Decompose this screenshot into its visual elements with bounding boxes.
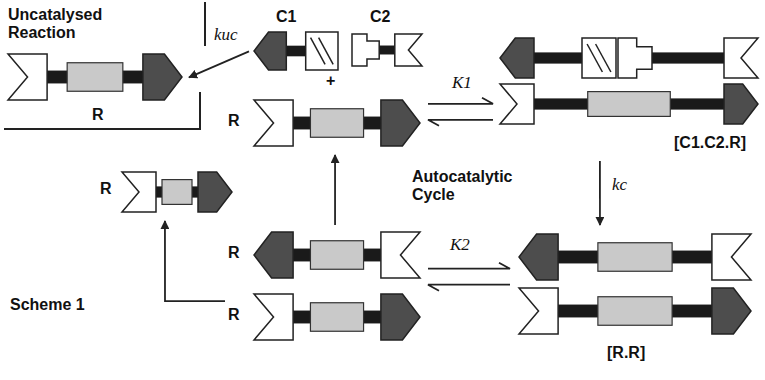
molecule-label: R bbox=[228, 306, 240, 324]
reaction-arrow bbox=[335, 155, 336, 225]
core-block bbox=[310, 303, 363, 332]
molecule-drawing bbox=[100, 168, 235, 218]
molecule-cap bbox=[306, 32, 338, 70]
core-block bbox=[588, 92, 671, 117]
rate-constant: K2 bbox=[448, 236, 472, 255]
arrow-line bbox=[165, 221, 225, 301]
molecule-label: [R.R] bbox=[607, 344, 645, 362]
molecule-cap bbox=[381, 232, 420, 278]
molecule-cap bbox=[254, 100, 293, 146]
hatch-line bbox=[311, 38, 326, 65]
molecule-cap bbox=[500, 84, 534, 124]
bracket-line bbox=[199, 92, 201, 129]
spacer-bar bbox=[285, 46, 306, 57]
arrow-line bbox=[599, 161, 601, 225]
molecule-drawing bbox=[228, 228, 423, 284]
reaction-arrow bbox=[599, 161, 600, 225]
molecule-cap bbox=[519, 234, 558, 280]
molecule-cap bbox=[724, 38, 758, 78]
spacer-bar bbox=[651, 52, 725, 63]
arrow-line bbox=[189, 51, 249, 77]
molecule-cap bbox=[519, 288, 558, 334]
molecule-label: C1 bbox=[276, 8, 296, 26]
molecule-drawing bbox=[228, 96, 423, 152]
hatch-line bbox=[587, 44, 602, 72]
molecule-glyph bbox=[254, 100, 420, 146]
molecule-cap bbox=[618, 38, 652, 78]
molecule-label: R bbox=[100, 180, 112, 198]
spacer-bar bbox=[378, 46, 396, 55]
molecule-cap bbox=[8, 54, 47, 100]
core-block bbox=[310, 109, 363, 138]
reverse-harpoon bbox=[428, 120, 493, 126]
rate-constant: K1 bbox=[450, 74, 474, 93]
molecule-cap bbox=[712, 234, 751, 280]
molecule-node: C2 bbox=[350, 8, 426, 84]
molecule-cap bbox=[352, 34, 379, 66]
molecule-glyph bbox=[500, 84, 758, 124]
molecule-cap bbox=[395, 34, 422, 66]
molecule-cap bbox=[198, 172, 232, 212]
reaction-arrow bbox=[165, 221, 225, 301]
molecule-node: R bbox=[228, 290, 423, 346]
molecule-cap bbox=[724, 84, 758, 124]
molecule-label: R bbox=[228, 244, 240, 262]
molecule-glyph bbox=[618, 38, 758, 78]
molecule-glyph bbox=[254, 32, 338, 70]
reverse-harpoon bbox=[428, 285, 510, 291]
bracket bbox=[4, 2, 205, 129]
equilibrium-arrow bbox=[428, 263, 510, 291]
core-block bbox=[67, 63, 123, 92]
reaction-arrow bbox=[189, 51, 249, 77]
molecule-node: R bbox=[228, 228, 423, 284]
hatch-line bbox=[596, 44, 611, 72]
molecule-glyph bbox=[254, 294, 420, 340]
core-block bbox=[598, 243, 672, 272]
equilibrium-arrow bbox=[428, 98, 493, 126]
molecule-glyph bbox=[519, 234, 751, 280]
molecule-node: R bbox=[228, 96, 423, 152]
plus-sign: + bbox=[326, 72, 346, 90]
molecule-cap bbox=[122, 172, 156, 212]
molecule-cap bbox=[143, 54, 182, 100]
molecule-node: R bbox=[6, 50, 186, 128]
molecule-glyph bbox=[8, 54, 182, 100]
molecule-cap bbox=[500, 38, 534, 78]
molecule-label: C2 bbox=[370, 8, 390, 26]
molecule-drawing bbox=[228, 290, 423, 346]
molecule-cap bbox=[381, 100, 420, 146]
forward-harpoon bbox=[428, 98, 493, 104]
core-block bbox=[598, 297, 672, 326]
forward-harpoon bbox=[428, 263, 510, 269]
core-block bbox=[310, 241, 363, 270]
spacer-bar bbox=[533, 52, 583, 63]
molecule-glyph bbox=[352, 34, 422, 66]
caption-label: Scheme 1 bbox=[10, 296, 110, 314]
core-block bbox=[162, 180, 192, 205]
hatch-line bbox=[319, 38, 334, 65]
molecule-glyph bbox=[500, 38, 616, 78]
rate-constant: kc bbox=[610, 176, 629, 195]
molecule-glyph bbox=[519, 288, 751, 334]
molecule-node: [R.R] bbox=[515, 228, 755, 368]
caption-label: Uncatalysed Reaction bbox=[8, 6, 128, 43]
molecule-node: R bbox=[100, 168, 235, 218]
caption-label: Autocatalytic Cycle bbox=[412, 168, 522, 205]
rate-constant: kuc bbox=[212, 26, 240, 45]
arrow-line bbox=[334, 155, 336, 225]
molecule-label: R bbox=[92, 106, 104, 124]
molecule-glyph bbox=[254, 232, 420, 278]
molecule-cap bbox=[254, 32, 286, 70]
molecule-cap bbox=[381, 294, 420, 340]
molecule-cap bbox=[582, 38, 616, 78]
molecule-cap bbox=[254, 232, 293, 278]
bracket-line bbox=[204, 2, 206, 46]
molecule-label: R bbox=[228, 112, 240, 130]
molecule-cap bbox=[254, 294, 293, 340]
molecule-glyph bbox=[122, 172, 232, 212]
bracket-line bbox=[4, 128, 201, 130]
molecule-label: [C1.C2.R] bbox=[674, 134, 746, 152]
molecule-cap bbox=[712, 288, 751, 334]
molecule-node: [C1.C2.R] bbox=[498, 32, 762, 158]
